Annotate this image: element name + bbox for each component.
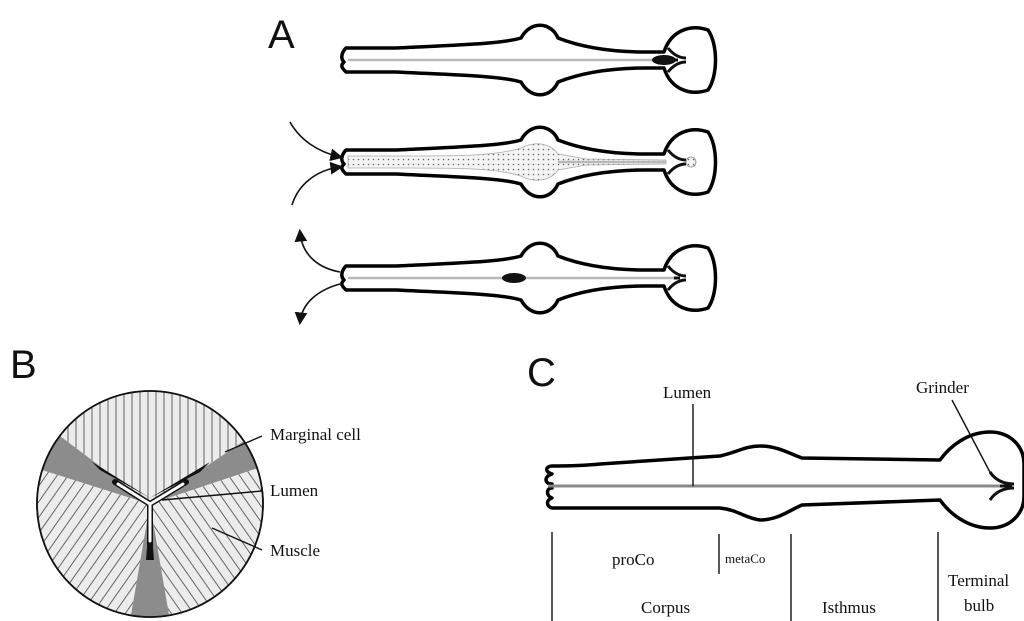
label-marginal-cell: Marginal cell — [270, 425, 361, 444]
label-isthmus: Isthmus — [822, 598, 876, 617]
panel-letter-a: A — [268, 13, 295, 57]
label-lumen-c: Lumen — [663, 383, 712, 402]
inflow-arrow-bottom — [292, 167, 340, 205]
inflow-arrow-top — [290, 122, 340, 157]
panel-letter-b: B — [10, 343, 37, 387]
grinder-closed — [652, 55, 676, 65]
pharynx-state-3 — [342, 243, 716, 313]
label-muscle: Muscle — [270, 541, 320, 560]
label-metaco: metaCo — [725, 551, 765, 566]
pharynx-anatomy — [546, 432, 1024, 528]
pharynx-state-2 — [342, 127, 716, 197]
food-bolus — [502, 273, 526, 283]
label-bulb: bulb — [964, 596, 994, 615]
label-lumen-b: Lumen — [270, 481, 319, 500]
outflow-arrow-top — [300, 232, 340, 272]
outflow-arrow-bottom — [300, 284, 340, 322]
pharynx-state-1 — [342, 25, 716, 95]
cross-section — [37, 391, 264, 617]
panel-letter-c: C — [527, 351, 556, 395]
label-corpus: Corpus — [641, 598, 690, 617]
label-proco: proCo — [612, 550, 655, 569]
label-terminal: Terminal — [948, 571, 1009, 590]
label-grinder: Grinder — [916, 378, 969, 397]
